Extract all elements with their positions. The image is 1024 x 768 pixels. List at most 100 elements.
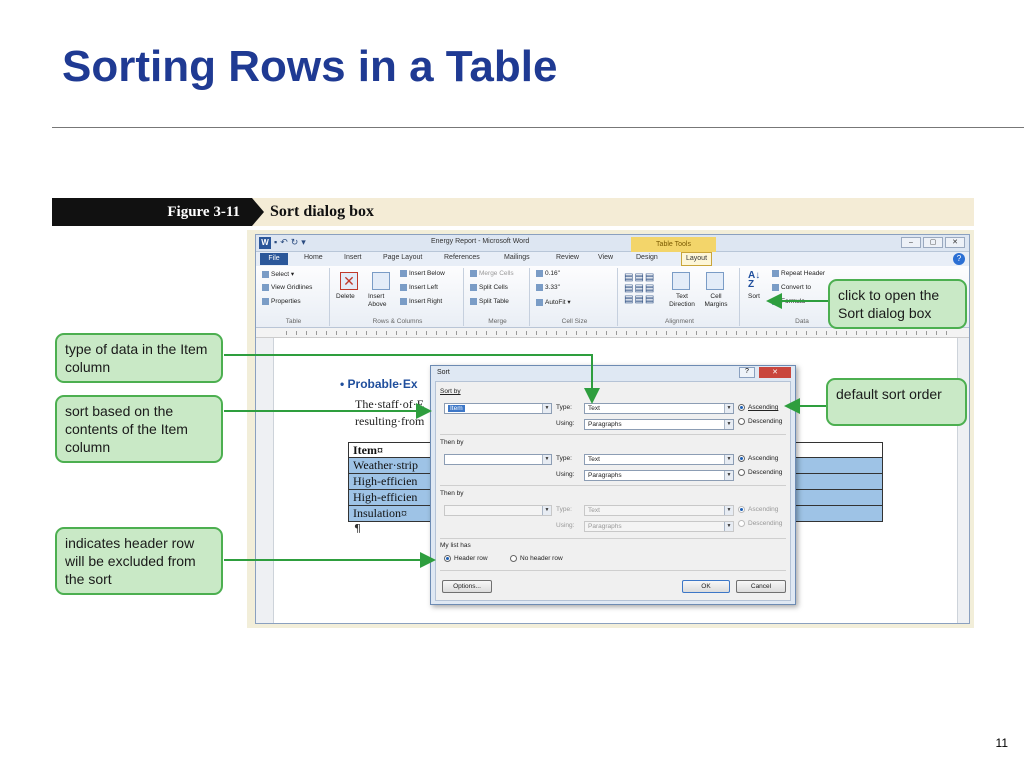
dialog-close-button[interactable]: ✕: [759, 367, 791, 378]
window-controls: – ▢ ✕: [901, 237, 965, 248]
then-by-type-select[interactable]: Text▼: [584, 454, 734, 465]
group-merge: Merge Cells Split Cells Split Table Merg…: [466, 268, 530, 326]
sort-by-field-select[interactable]: Item▼: [444, 403, 552, 414]
sort-az-icon[interactable]: A↓Z: [748, 270, 761, 290]
sort-button[interactable]: Sort: [748, 293, 760, 300]
ok-button[interactable]: OK: [682, 580, 730, 593]
page-number: 11: [995, 736, 1008, 750]
properties-button[interactable]: Properties: [262, 298, 301, 305]
callout-header-row: indicates header row will be excluded fr…: [55, 527, 223, 595]
dropdown-arrow-icon[interactable]: ▼: [542, 455, 551, 464]
save-icon[interactable]: ▪: [274, 237, 278, 247]
formula-button[interactable]: Formula: [772, 298, 805, 305]
tab-insert[interactable]: Insert: [344, 254, 362, 261]
then-by-ascending-radio[interactable]: [738, 455, 745, 462]
dropdown-arrow-icon[interactable]: ▼: [724, 471, 733, 480]
options-button[interactable]: Options...: [442, 580, 492, 593]
type-label: Type:: [556, 455, 572, 462]
select-button[interactable]: Select ▾: [262, 270, 294, 278]
text-direction-icon[interactable]: [672, 272, 690, 290]
quick-access-toolbar: W ▪ ↶ ↻ ▾: [259, 237, 306, 249]
dialog-body: Sort by Item▼ Type: Text▼ Using: Paragra…: [435, 381, 791, 601]
dropdown-arrow-icon[interactable]: ▼: [724, 506, 733, 515]
then-by-2-using-select[interactable]: Paragraphs▼: [584, 521, 734, 532]
tab-design[interactable]: Design: [636, 254, 658, 261]
cancel-button[interactable]: Cancel: [736, 580, 786, 593]
window-title: Energy Report - Microsoft Word: [431, 238, 530, 245]
then-by-2-field-select[interactable]: ▼: [444, 505, 552, 516]
insert-left-button[interactable]: Insert Left: [400, 284, 438, 291]
dropdown-arrow-icon[interactable]: ▼: [724, 420, 733, 429]
dropdown-arrow-icon[interactable]: ▼: [724, 455, 733, 464]
no-header-row-radio[interactable]: [510, 555, 517, 562]
customize-toolbar-icon[interactable]: ▾: [301, 237, 306, 247]
dialog-help-button[interactable]: ?: [739, 367, 755, 378]
using-label: Using:: [556, 522, 575, 529]
alignment-buttons[interactable]: ▤▤▤▤▤▤▤▤▤: [624, 272, 656, 305]
redo-icon[interactable]: ↻: [290, 237, 299, 247]
then-by-2-type-select[interactable]: Text▼: [584, 505, 734, 516]
undo-icon[interactable]: ↶: [280, 237, 288, 247]
insert-below-button[interactable]: Insert Below: [400, 270, 445, 277]
dropdown-arrow-icon[interactable]: ▼: [724, 404, 733, 413]
convert-to-text-button[interactable]: Convert to: [772, 284, 811, 291]
close-window-button[interactable]: ✕: [945, 237, 965, 248]
group-label-merge: Merge: [488, 318, 507, 325]
text-direction-button[interactable]: Text Direction: [669, 293, 695, 308]
word-logo-icon[interactable]: W: [259, 237, 271, 249]
tab-page-layout[interactable]: Page Layout: [383, 254, 423, 261]
help-icon[interactable]: ?: [953, 253, 965, 265]
repeat-header-button[interactable]: Repeat Header: [772, 270, 825, 277]
insert-above-button[interactable]: Insert Above: [368, 293, 387, 308]
tab-file[interactable]: File: [260, 253, 288, 265]
tab-references[interactable]: References: [444, 254, 480, 261]
tab-review[interactable]: Review: [556, 254, 579, 261]
split-cells-button[interactable]: Split Cells: [470, 284, 508, 291]
group-label-alignment: Alignment: [665, 318, 694, 325]
group-cell-size: 0.16" 3.33" AutoFit ▾ Cell Size: [532, 268, 618, 326]
then-by-using-select[interactable]: Paragraphs▼: [584, 470, 734, 481]
then-by-descending-radio[interactable]: [738, 469, 745, 476]
minimize-button[interactable]: –: [901, 237, 921, 248]
delete-icon[interactable]: ✕: [340, 272, 358, 290]
split-table-button[interactable]: Split Table: [470, 298, 509, 305]
then-by-2-ascending-radio[interactable]: [738, 506, 745, 513]
title-bar: W ▪ ↶ ↻ ▾ Energy Report - Microsoft Word…: [256, 235, 969, 252]
dropdown-arrow-icon[interactable]: ▼: [724, 522, 733, 531]
insert-above-icon[interactable]: [372, 272, 390, 290]
tab-layout[interactable]: Layout: [681, 252, 713, 266]
then-by-field-select[interactable]: ▼: [444, 454, 552, 465]
autofit-button[interactable]: AutoFit ▾: [536, 298, 571, 306]
then-by-label: Then by: [440, 439, 464, 446]
sort-by-descending-radio[interactable]: [738, 418, 745, 425]
sort-by-type-select[interactable]: Text▼: [584, 403, 734, 414]
delete-button[interactable]: Delete: [336, 293, 355, 300]
sort-by-using-select[interactable]: Paragraphs▼: [584, 419, 734, 430]
ascending-label: Ascending: [748, 455, 779, 462]
dropdown-arrow-icon[interactable]: ▼: [542, 506, 551, 515]
tab-home[interactable]: Home: [304, 254, 323, 261]
tab-view[interactable]: View: [598, 254, 614, 261]
divider: [440, 538, 786, 539]
callout-type-of-data: type of data in the Item column: [55, 333, 223, 383]
group-rows-columns: ✕ Delete Insert Above Insert Below Inser…: [332, 268, 464, 326]
type-label: Type:: [556, 506, 572, 513]
column-width-field[interactable]: 3.33": [536, 284, 560, 291]
sort-by-ascending-radio[interactable]: [738, 404, 745, 411]
then-by-label: Then by: [440, 490, 464, 497]
descending-label: Descending: [748, 418, 783, 425]
insert-right-button[interactable]: Insert Right: [400, 298, 442, 305]
group-alignment: ▤▤▤▤▤▤▤▤▤ Text Direction Cell Margins Al…: [620, 268, 740, 326]
dropdown-arrow-icon[interactable]: ▼: [542, 404, 551, 413]
horizontal-ruler: [256, 328, 969, 338]
then-by-2-descending-radio[interactable]: [738, 520, 745, 527]
row-height-field[interactable]: 0.16": [536, 270, 560, 277]
sort-dialog: Sort ? ✕ Sort by Item▼ Type: Text▼ Using…: [430, 365, 796, 605]
cell-margins-button[interactable]: Cell Margins: [704, 293, 728, 308]
maximize-button[interactable]: ▢: [923, 237, 943, 248]
header-row-radio[interactable]: [444, 555, 451, 562]
view-gridlines-button[interactable]: View Gridlines: [262, 284, 312, 291]
merge-cells-button[interactable]: Merge Cells: [470, 270, 514, 277]
tab-mailings[interactable]: Mailings: [504, 254, 530, 261]
cell-margins-icon[interactable]: [706, 272, 724, 290]
